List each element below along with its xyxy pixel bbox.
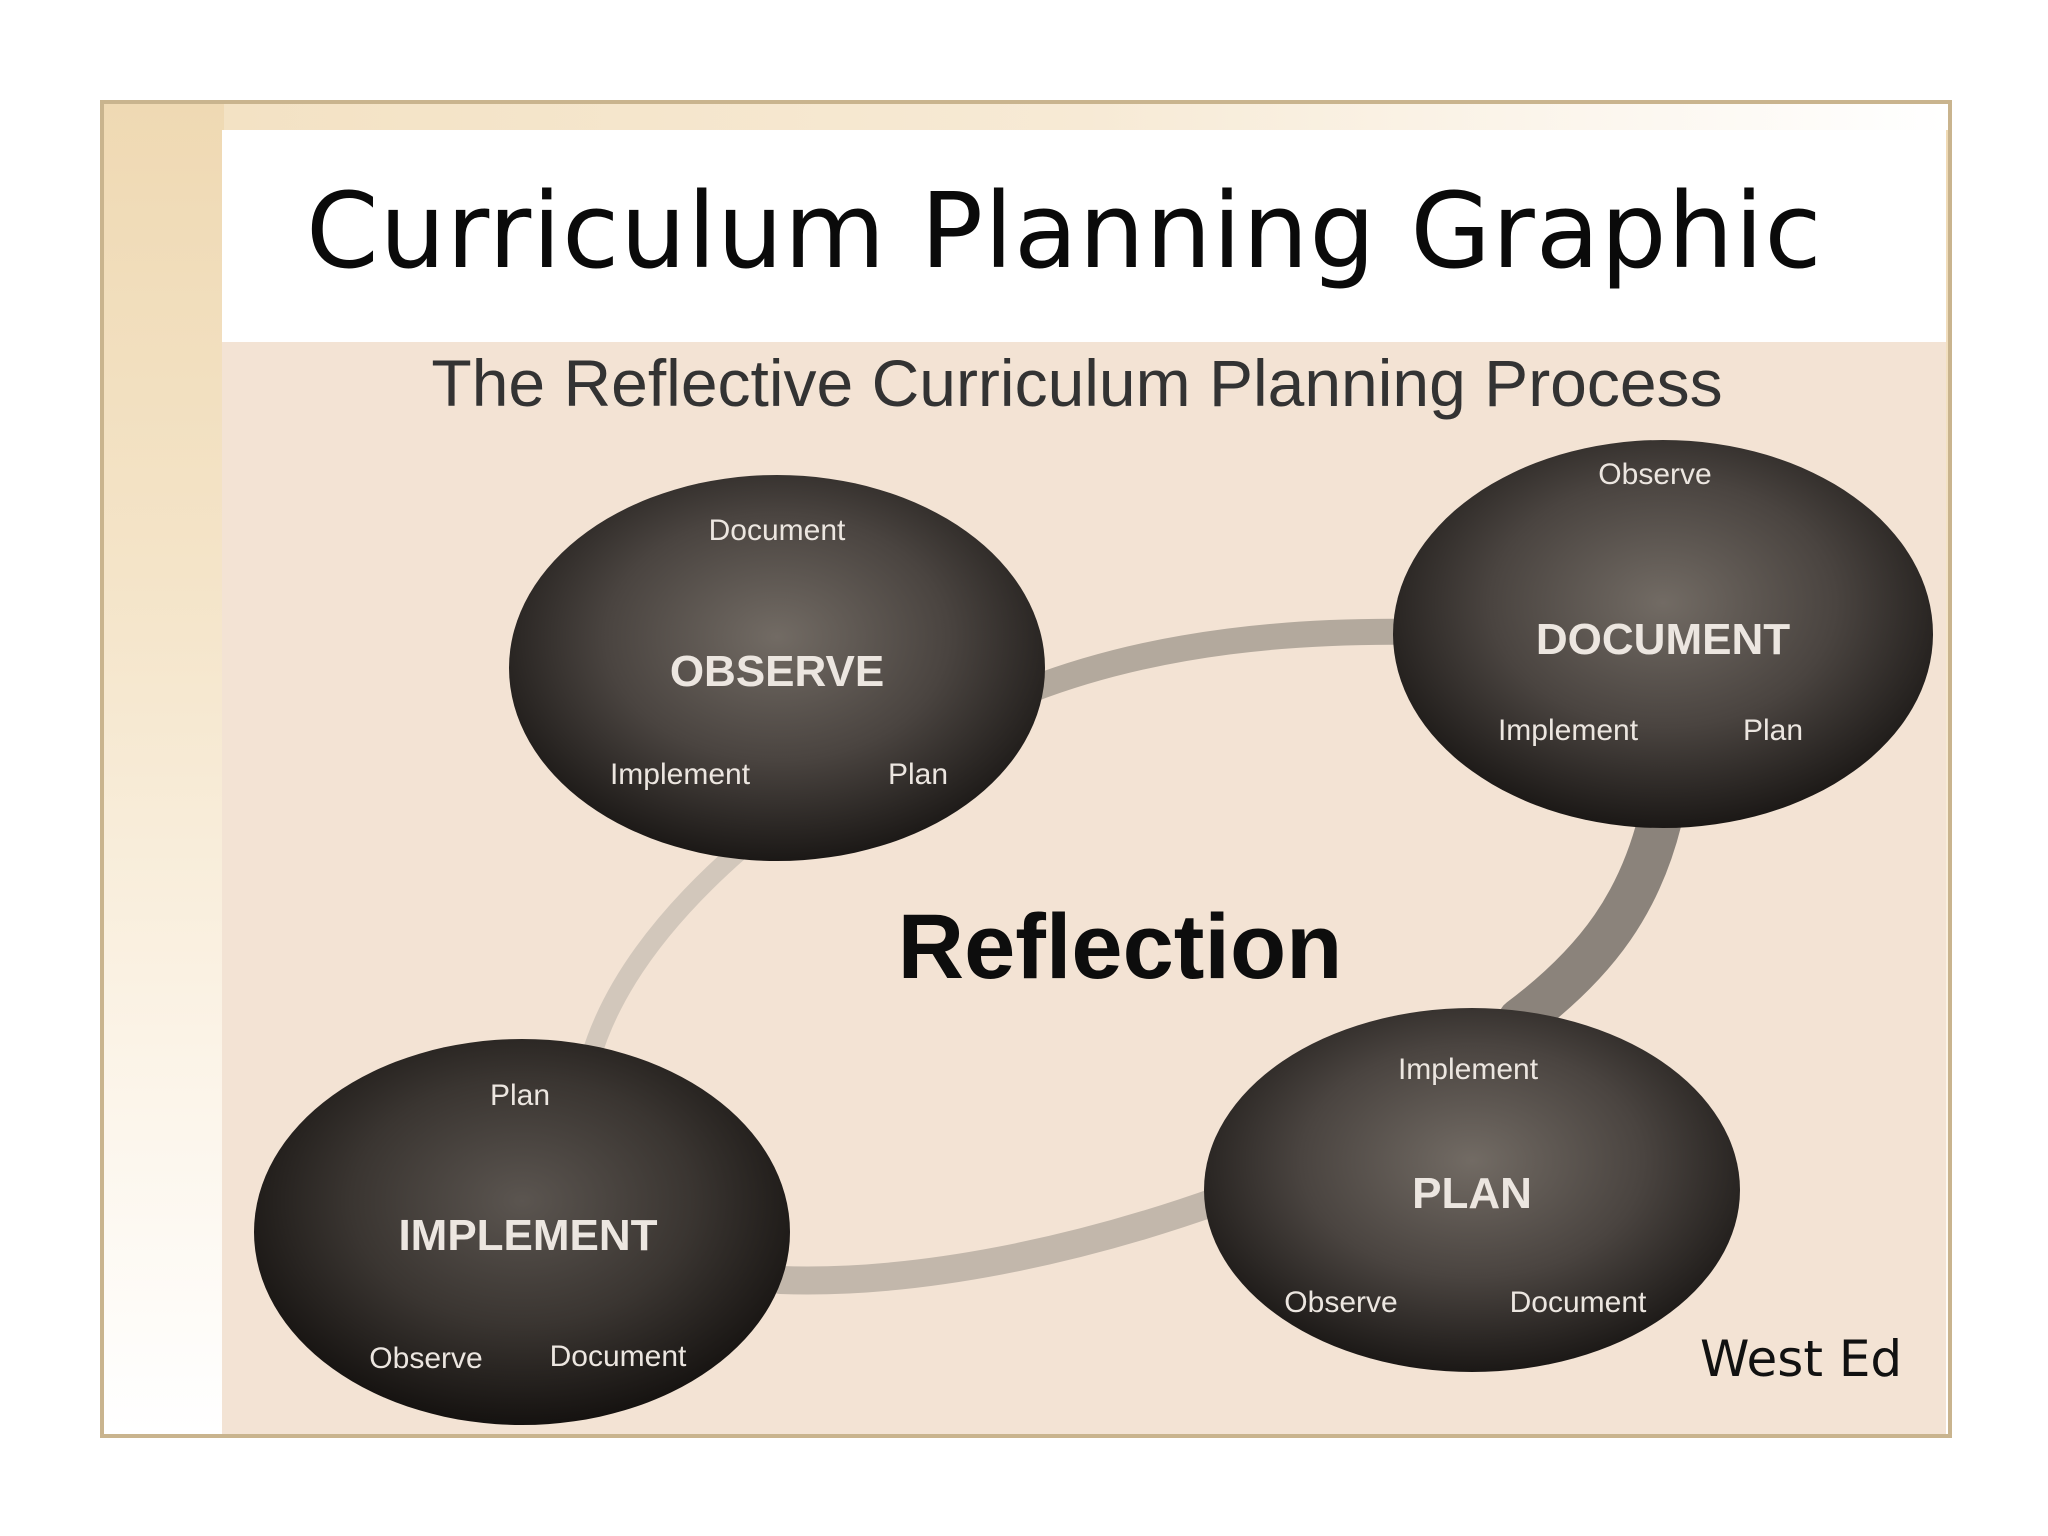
node-implement-label: IMPLEMENT [398,1211,657,1260]
node-plan-bottom-left: Observe [1284,1286,1397,1319]
node-observe-label: OBSERVE [670,647,884,696]
node-document-ellipse [1393,440,1933,828]
node-plan-bottom-right: Document [1510,1286,1647,1319]
node-plan-label: PLAN [1412,1169,1532,1218]
node-document-bottom-right: Plan [1743,714,1803,747]
node-implement-bottom-right: Document [550,1340,687,1373]
diagram-heading: The Reflective Curriculum Planning Proce… [431,346,1722,420]
slide-top-band [224,104,1948,130]
node-implement: IMPLEMENT Plan Observe Document [254,1039,790,1425]
node-observe-ellipse [509,475,1045,861]
center-label: Reflection [898,896,1343,998]
node-implement-bottom-left: Observe [369,1342,482,1375]
node-plan-ellipse [1204,1008,1740,1372]
node-document: DOCUMENT Observe Implement Plan [1393,440,1933,828]
node-plan: PLAN Implement Observe Document [1204,1008,1740,1372]
node-observe-bottom-right: Plan [888,758,948,791]
node-observe-bottom-left: Implement [610,758,751,791]
ring-implement-to-observe [580,840,750,1070]
node-implement-top: Plan [490,1079,550,1112]
cycle-ring [580,618,1682,1295]
node-document-top: Observe [1598,458,1711,491]
node-document-bottom-left: Implement [1498,714,1639,747]
node-document-label: DOCUMENT [1536,615,1790,664]
node-implement-ellipse [254,1039,790,1425]
node-observe-top: Document [709,514,846,547]
ring-observe-to-document [1017,618,1433,703]
node-plan-top: Implement [1398,1053,1539,1086]
node-observe: OBSERVE Document Implement Plan [509,475,1045,861]
slide-title: Curriculum Planning Graphic [306,170,1823,292]
title-panel [222,130,1946,342]
source-credit: West Ed [1700,1330,1903,1388]
ring-plan-to-implement [766,1186,1234,1295]
ring-document-to-plan [1498,798,1682,1042]
